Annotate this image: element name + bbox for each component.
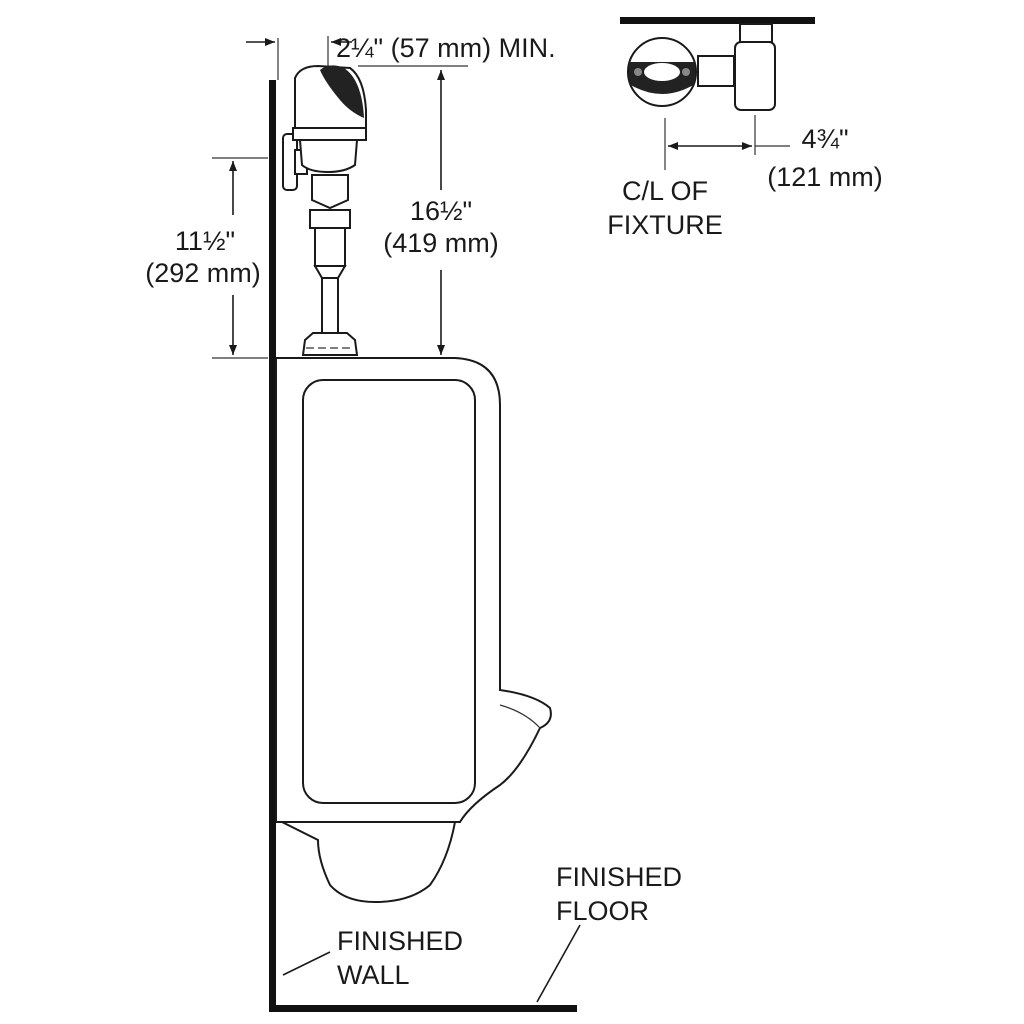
valve-height-mm-label: (419 mm) (383, 228, 499, 258)
valve-height-label: 16½" (410, 196, 472, 226)
finished-wall (269, 80, 276, 1012)
inlet-height-mm-label: (292 mm) (145, 258, 261, 288)
finished-floor (269, 1005, 577, 1012)
finished-wall-label-1: FINISHED (337, 926, 463, 956)
finished-floor-label-1: FINISHED (556, 862, 682, 892)
finished-wall-callout: FINISHED WALL (282, 926, 463, 990)
sensor-cover (320, 65, 364, 118)
centerline-label-2: FIXTURE (607, 210, 723, 240)
centerline-dimension: 4¾" (121 mm) C/L OF FIXTURE (607, 115, 883, 240)
offset-dimension: 2¼" (57 mm) MIN. (246, 33, 556, 80)
flush-valve-side (282, 64, 367, 356)
inlet-height-dimension: 11½" (292 mm) (145, 157, 268, 359)
urinal-fixture (275, 357, 552, 904)
centerline-label-1: C/L OF (622, 176, 708, 206)
finished-floor-label-2: FLOOR (556, 896, 649, 926)
centerline-offset-mm-label: (121 mm) (767, 162, 883, 192)
finished-wall-label-2: WALL (337, 960, 410, 990)
offset-dimension-label: 2¼" (57 mm) MIN. (336, 33, 556, 63)
flush-valve-top-view (620, 17, 815, 111)
finished-floor-callout: FINISHED FLOOR (536, 862, 682, 1003)
inlet-height-label: 11½" (175, 226, 235, 256)
valve-height-dimension: 16½" (419 mm) (383, 70, 499, 355)
centerline-offset-label: 4¾" (801, 124, 848, 154)
